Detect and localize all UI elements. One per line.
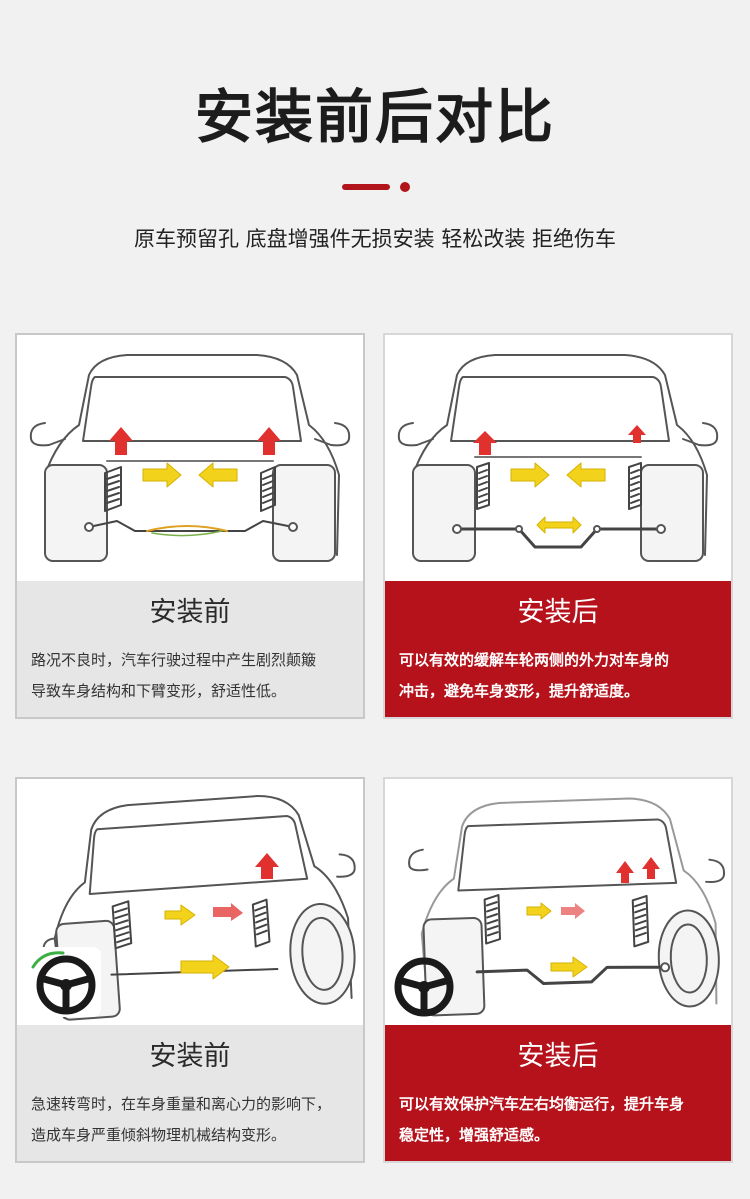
- description-panel: 安装后 可以有效的缓解车轮两侧的外力对车身的 冲击，避免车身变形，提升舒适度。: [385, 581, 731, 717]
- description-line: 导致车身结构和下臂变形，舒适性低。: [31, 682, 287, 700]
- panel-description: 急速转弯时，在车身重量和离心力的影响下， 造成车身严重倾斜物理机械结构变形。: [31, 1089, 361, 1151]
- description-line: 可以有效保护汽车左右均衡运行，提升车身: [399, 1095, 685, 1113]
- comparison-card-after-bumpy: 安装后 可以有效的缓解车轮两侧的外力对车身的 冲击，避免车身变形，提升舒适度。: [383, 333, 733, 719]
- description-line: 路况不良时，汽车行驶过程中产生剧烈颠簸: [31, 651, 317, 669]
- comparison-card-before-turning: 安装前 急速转弯时，在车身重量和离心力的影响下， 造成车身严重倾斜物理机械结构变…: [15, 777, 365, 1163]
- panel-description: 可以有效保护汽车左右均衡运行，提升车身 稳定性，增强舒适感。: [399, 1089, 729, 1151]
- panel-heading: 安装前: [149, 1041, 231, 1072]
- panel-heading: 安装后: [517, 597, 599, 628]
- page-title: 安装前后对比: [194, 83, 555, 151]
- description-line: 稳定性，增强舒适感。: [399, 1126, 550, 1144]
- description-panel: 安装后 可以有效保护汽车左右均衡运行，提升车身 稳定性，增强舒适感。: [385, 1025, 731, 1161]
- title-underline-bar: [342, 184, 390, 190]
- description-panel: 安装前 急速转弯时，在车身重量和离心力的影响下， 造成车身严重倾斜物理机械结构变…: [17, 1025, 363, 1161]
- car-front-illustration: [385, 335, 731, 581]
- title-underline-dot: [400, 182, 410, 192]
- steering-wheel-icon: [31, 947, 101, 1017]
- description-line: 可以有效的缓解车轮两侧的外力对车身的: [399, 651, 670, 669]
- panel-description: 可以有效的缓解车轮两侧的外力对车身的 冲击，避免车身变形，提升舒适度。: [399, 645, 729, 707]
- comparison-card-before-bumpy: 安装前 路况不良时，汽车行驶过程中产生剧烈颠簸 导致车身结构和下臂变形，舒适性低…: [15, 333, 365, 719]
- comparison-card-after-turning: 安装后 可以有效保护汽车左右均衡运行，提升车身 稳定性，增强舒适感。: [383, 777, 733, 1163]
- panel-heading: 安装后: [517, 1041, 599, 1072]
- description-line: 冲击，避免车身变形，提升舒适度。: [399, 682, 640, 700]
- steering-wheel-icon: [394, 957, 454, 1017]
- description-panel: 安装前 路况不良时，汽车行驶过程中产生剧烈颠簸 导致车身结构和下臂变形，舒适性低…: [17, 581, 363, 717]
- panel-heading: 安装前: [149, 597, 231, 628]
- car-front-illustration: [17, 335, 363, 581]
- description-line: 急速转弯时，在车身重量和离心力的影响下，: [31, 1095, 332, 1113]
- description-line: 造成车身严重倾斜物理机械结构变形。: [31, 1126, 287, 1144]
- car-tilted-illustration: [17, 779, 363, 1025]
- page-subtitle: 原车预留孔 底盘增强件无损安装 轻松改装 拒绝伤车: [133, 227, 617, 251]
- panel-description: 路况不良时，汽车行驶过程中产生剧烈颠簸 导致车身结构和下臂变形，舒适性低。: [31, 645, 361, 707]
- car-tilted-illustration: [385, 779, 731, 1025]
